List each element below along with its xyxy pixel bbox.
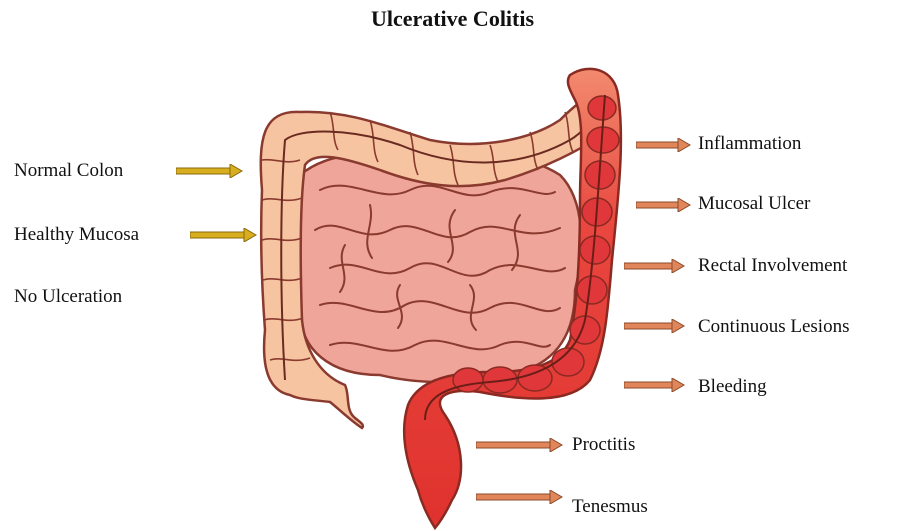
label-healthy-mucosa: Healthy Mucosa [14,224,139,246]
arrow-healthy-mucosa-icon [190,228,258,242]
label-bleeding: Bleeding [698,376,767,398]
label-tenesmus: Tenesmus [572,496,648,518]
small-intestine [293,154,582,382]
arrow-proctitis-icon [476,438,564,452]
label-normal-colon: Normal Colon [14,160,123,182]
label-continuous-lesions: Continuous Lesions [698,316,849,338]
arrow-tenesmus-icon [476,490,564,504]
label-rectal-involvement: Rectal Involvement [698,255,847,277]
arrow-rectal-involvement-icon [624,259,686,273]
label-proctitis: Proctitis [572,434,635,456]
arrow-inflammation-icon [636,138,692,152]
label-mucosal-ulcer: Mucosal Ulcer [698,193,810,215]
arrow-mucosal-ulcer-icon [636,198,692,212]
label-inflammation: Inflammation [698,133,801,155]
arrow-normal-colon-icon [176,164,244,178]
arrow-bleeding-icon [624,378,686,392]
arrow-continuous-lesions-icon [624,319,686,333]
label-no-ulceration: No Ulceration [14,286,122,308]
